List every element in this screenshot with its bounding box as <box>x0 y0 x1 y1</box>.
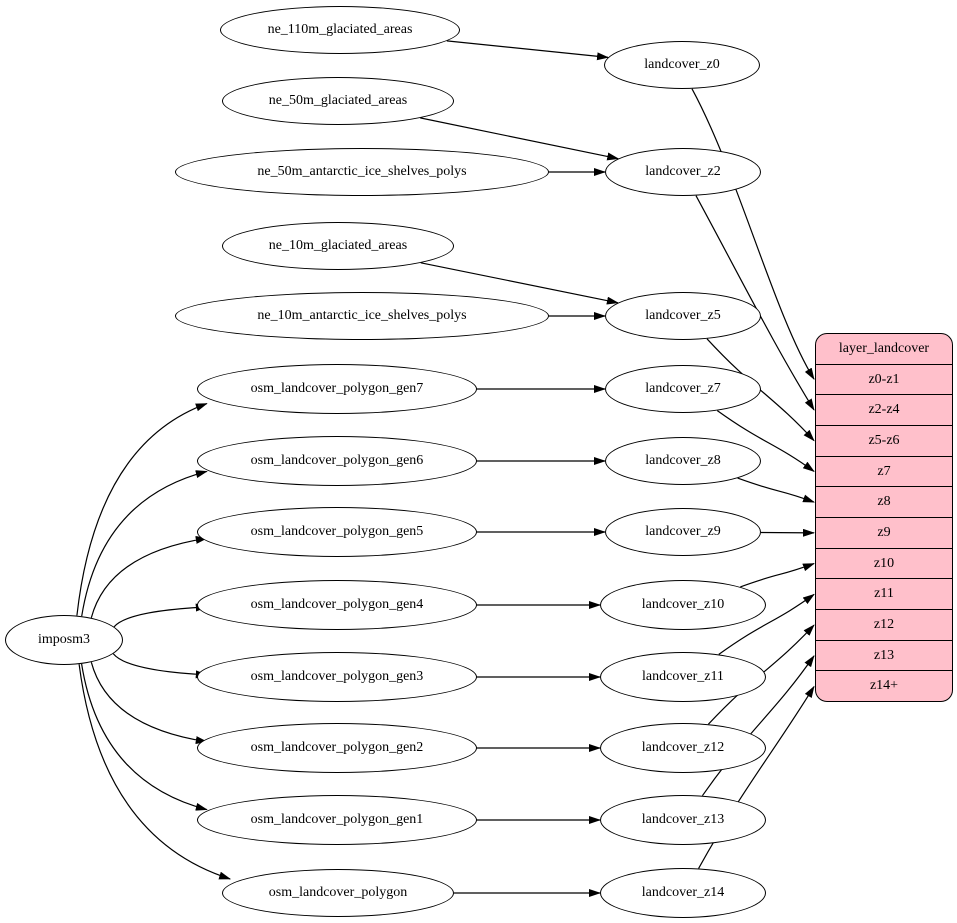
node-ne_110m_glaciated_areas: ne_110m_glaciated_areas <box>220 6 460 54</box>
record-row-z13: z13 <box>816 639 952 671</box>
node-landcover_z8: landcover_z8 <box>605 437 761 485</box>
node-label: landcover_z10 <box>641 597 725 612</box>
node-landcover_z5: landcover_z5 <box>605 292 761 340</box>
node-label: landcover_z14 <box>641 885 725 900</box>
node-label: osm_landcover_polygon_gen3 <box>250 669 424 684</box>
node-landcover_z14: landcover_z14 <box>600 868 766 918</box>
node-label: landcover_z0 <box>644 57 720 72</box>
edge-landcover_z0-to-z0-z1 <box>691 88 815 380</box>
node-label: osm_landcover_polygon_gen5 <box>250 524 424 539</box>
node-label: osm_landcover_polygon_gen4 <box>250 597 424 612</box>
edge-imposm3-to-osm_landcover_polygon_gen7 <box>76 403 208 616</box>
edge-imposm3-to-osm_landcover_polygon_gen3 <box>112 653 208 679</box>
node-osm_landcover_polygon_gen2: osm_landcover_polygon_gen2 <box>197 723 477 773</box>
node-osm_landcover_polygon_gen1: osm_landcover_polygon_gen1 <box>197 795 477 845</box>
node-label: ne_10m_glaciated_areas <box>268 238 408 253</box>
record-row-z0-z1: z0-z1 <box>816 363 952 395</box>
edge-ne_10m_glaciated_areas-to-landcover_z5 <box>420 262 619 305</box>
node-imposm3: imposm3 <box>5 615 123 665</box>
node-landcover_z11: landcover_z11 <box>600 652 766 702</box>
node-label: landcover_z13 <box>641 812 725 827</box>
edge-ne_110m_glaciated_areas-to-landcover_z0 <box>446 40 609 61</box>
node-label: landcover_z5 <box>645 308 721 323</box>
node-landcover_z7: landcover_z7 <box>605 365 761 413</box>
node-label: landcover_z2 <box>645 164 721 179</box>
node-label: osm_landcover_polygon_gen7 <box>250 381 424 396</box>
edge-imposm3-to-osm_landcover_polygon_gen1 <box>81 663 208 811</box>
node-landcover_z2: landcover_z2 <box>605 148 761 196</box>
edge-landcover_z5-to-z5-z6 <box>706 338 815 442</box>
node-landcover_z13: landcover_z13 <box>600 795 766 845</box>
edge-landcover_z13-to-z13 <box>701 655 815 797</box>
node-ne_50m_antarctic_ice_shelves_polys: ne_50m_antarctic_ice_shelves_polys <box>175 148 549 196</box>
node-ne_50m_glaciated_areas: ne_50m_glaciated_areas <box>222 77 454 125</box>
node-osm_landcover_polygon_gen3: osm_landcover_polygon_gen3 <box>197 652 477 702</box>
node-label: landcover_z11 <box>642 669 724 684</box>
node-label: ne_10m_antarctic_ice_shelves_polys <box>257 308 467 323</box>
node-label: osm_landcover_polygon_gen1 <box>250 812 424 827</box>
node-landcover_z0: landcover_z0 <box>604 41 760 89</box>
edge-ne_50m_glaciated_areas-to-landcover_z2 <box>420 117 620 161</box>
node-label: landcover_z8 <box>645 453 721 468</box>
node-label: ne_50m_glaciated_areas <box>268 93 408 108</box>
node-osm_landcover_polygon: osm_landcover_polygon <box>222 869 454 917</box>
node-ne_10m_glaciated_areas: ne_10m_glaciated_areas <box>222 222 454 270</box>
node-osm_landcover_polygon_gen4: osm_landcover_polygon_gen4 <box>197 580 477 630</box>
node-landcover_z10: landcover_z10 <box>600 580 766 630</box>
record-row-z11: z11 <box>816 578 952 609</box>
node-label: ne_110m_glaciated_areas <box>267 22 413 37</box>
edge-imposm3-to-osm_landcover_polygon_gen4 <box>113 603 208 628</box>
node-label: ne_50m_antarctic_ice_shelves_polys <box>257 164 467 179</box>
edge-imposm3-to-osm_landcover_polygon_gen6 <box>81 470 208 617</box>
record-row-z7: z7 <box>816 455 952 487</box>
node-osm_landcover_polygon_gen5: osm_landcover_polygon_gen5 <box>197 507 477 557</box>
record-row-z12: z12 <box>816 609 952 640</box>
edge-imposm3-to-osm_landcover_polygon_gen2 <box>90 662 208 744</box>
node-label: osm_landcover_polygon <box>268 885 408 900</box>
record-row-z10: z10 <box>816 547 952 579</box>
edge-landcover_z8-to-z8 <box>737 477 815 503</box>
node-osm_landcover_polygon_gen6: osm_landcover_polygon_gen6 <box>197 436 477 486</box>
node-osm_landcover_polygon_gen7: osm_landcover_polygon_gen7 <box>197 364 477 414</box>
record-row-z14+: z14+ <box>816 670 952 701</box>
edge-landcover_z7-to-z7 <box>716 410 815 472</box>
record-row-z8: z8 <box>816 486 952 517</box>
node-label: osm_landcover_polygon_gen6 <box>250 453 424 468</box>
record-row-z2-z4: z2-z4 <box>816 394 952 425</box>
node-label: landcover_z9 <box>645 524 721 539</box>
node-landcover_z12: landcover_z12 <box>600 723 766 773</box>
record-row-z9: z9 <box>816 517 952 548</box>
node-label: imposm3 <box>37 632 91 647</box>
edge-landcover_z11-to-z11 <box>718 593 815 655</box>
record-row-z5-z6: z5-z6 <box>816 425 952 456</box>
layer-landcover-title: layer_landcover <box>838 340 930 356</box>
node-label: osm_landcover_polygon_gen2 <box>250 740 424 755</box>
node-landcover_z9: landcover_z9 <box>605 508 761 556</box>
node-label: landcover_z12 <box>641 740 725 755</box>
edge-imposm3-to-osm_landcover_polygon <box>78 664 232 880</box>
edge-landcover_z10-to-z10 <box>740 563 815 588</box>
node-label: landcover_z7 <box>645 381 721 396</box>
edge-imposm3-to-osm_landcover_polygon_gen5 <box>90 536 208 618</box>
node-ne_10m_antarctic_ice_shelves_polys: ne_10m_antarctic_ice_shelves_polys <box>175 292 549 340</box>
